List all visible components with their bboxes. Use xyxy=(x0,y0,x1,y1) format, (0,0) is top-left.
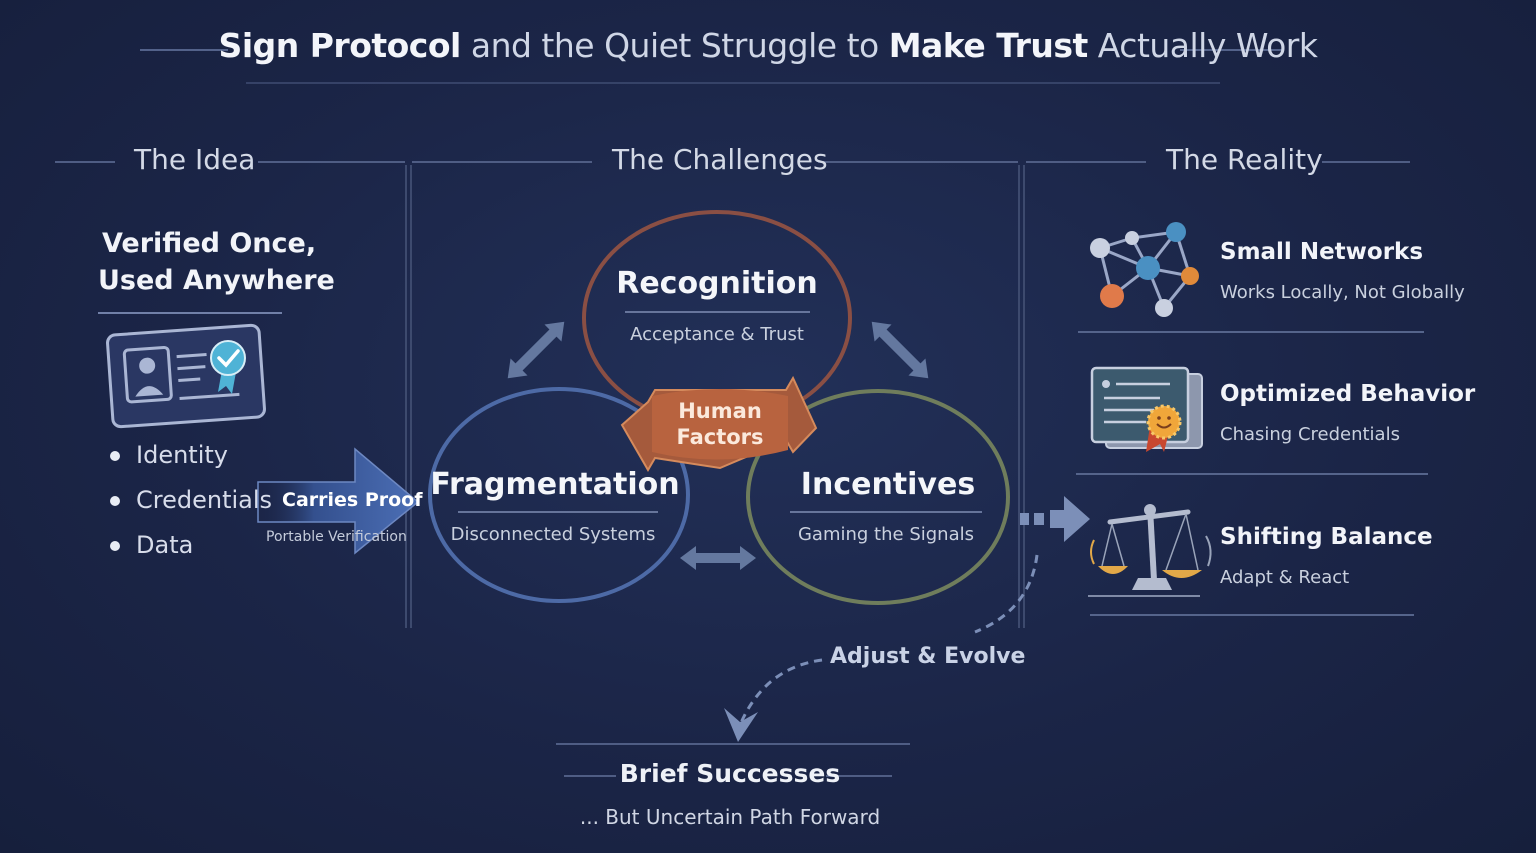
page-title: Sign Protocol and the Quiet Struggle to … xyxy=(218,26,1318,65)
flow-label: Adjust & Evolve xyxy=(830,644,1026,669)
idea-headline-line1: Verified Once, xyxy=(102,228,317,259)
scales-icon xyxy=(1088,504,1212,597)
incentives-circle xyxy=(746,389,1010,605)
reality-item-subtitle: Works Locally, Not Globally xyxy=(1220,282,1465,303)
reality-item-subtitle: Chasing Credentials xyxy=(1220,424,1400,445)
idea-bullet: Credentials xyxy=(110,486,272,514)
incentives-title: Incentives xyxy=(800,467,976,502)
section-title-challenges: The Challenges xyxy=(612,143,828,176)
title-rules xyxy=(140,49,1282,84)
outcome-title: Brief Successes xyxy=(619,759,841,788)
bullet-dot-icon xyxy=(110,496,120,506)
outcome-subtitle: ... But Uncertain Path Forward xyxy=(579,805,881,829)
fragmentation-circle xyxy=(428,387,690,603)
carries-proof-arrow xyxy=(257,447,420,555)
evolve-dashed-path-2 xyxy=(736,658,823,731)
arrow-label: Carries Proof xyxy=(282,489,423,511)
reality-dividers xyxy=(1076,331,1428,616)
reality-item-title: Shifting Balance xyxy=(1220,524,1433,550)
fragmentation-subtitle: Disconnected Systems xyxy=(450,524,656,545)
network-icon xyxy=(1090,222,1199,317)
challenge-arrows xyxy=(507,321,929,570)
outcome-rules xyxy=(556,743,910,777)
evolve-dashed-path xyxy=(974,554,1039,634)
reality-item-title: Optimized Behavior xyxy=(1220,381,1476,407)
column-dividers xyxy=(405,165,1025,628)
id-card-icon xyxy=(106,323,266,429)
section-title-reality: The Reality xyxy=(1166,143,1323,176)
certificate-icon xyxy=(1090,366,1203,452)
reality-item-title: Small Networks xyxy=(1220,239,1424,265)
bullet-dot-icon xyxy=(110,541,120,551)
verified-check-icon xyxy=(210,340,246,376)
idea-bullet: Data xyxy=(110,531,193,559)
bullet-dot-icon xyxy=(110,451,120,461)
reality-item-subtitle: Adapt & React xyxy=(1220,567,1350,588)
section-title-idea: The Idea xyxy=(134,143,256,176)
circle-underlines xyxy=(458,311,982,513)
human-factors-banner xyxy=(620,375,818,472)
idea-bullet: Identity xyxy=(110,441,228,469)
evolve-arrowhead xyxy=(724,708,758,742)
arrow-sublabel: Portable Verification xyxy=(266,529,407,545)
recognition-title: Recognition xyxy=(616,266,818,301)
recognition-subtitle: Acceptance & Trust xyxy=(630,324,804,345)
incentives-subtitle: Gaming the Signals xyxy=(797,524,974,545)
idea-headline-line2: Used Anywhere xyxy=(98,265,335,296)
flow-arrow-right xyxy=(1020,496,1090,542)
fragmentation-title: Fragmentation xyxy=(430,467,680,502)
